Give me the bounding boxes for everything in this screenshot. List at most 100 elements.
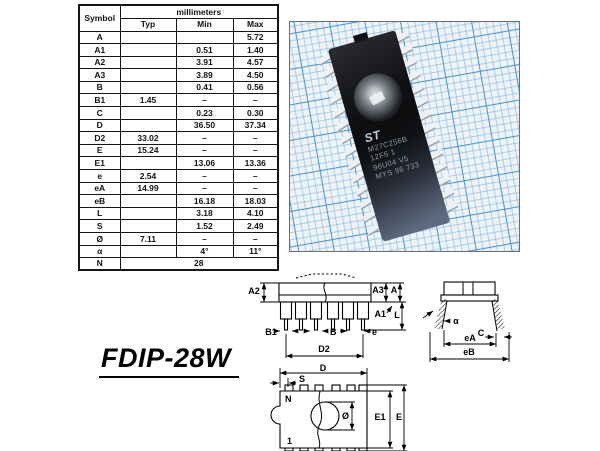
table-cell-min: 36.50 [175,118,234,133]
table-cell-max: – [232,93,279,108]
table-cell-symbol: A [78,30,121,45]
table-cell-min: 1.52 [175,219,234,233]
table-cell-symbol: N [78,257,121,271]
table-cell-typ [119,156,177,171]
table-cell-symbol: A3 [78,68,121,82]
label-pin-1: 1 [287,436,292,446]
table-cell-symbol: eA [78,181,121,196]
table-cell-max: 1.40 [232,43,279,57]
col-header-symbol: Symbol [78,4,121,32]
table-cell-typ [119,194,177,208]
table-cell-typ [119,219,177,233]
table-cell-max: 4.57 [232,55,279,70]
table-cell-max: – [232,181,279,196]
table-cell-min: – [175,143,234,158]
window-outline-dashed [295,273,357,279]
table-cell-max: 0.56 [232,80,279,95]
package-body-end [443,281,496,296]
table-cell-symbol: S [78,219,121,233]
chip-photo: ST M27C256B 12F6 1 96U04 V5 MYS 96 733 [289,21,520,252]
drawing-side-view: A2 A3 A A1 L B1 B e D2 [248,273,406,359]
label-pin-n: N [285,394,292,404]
table-cell-symbol: Ø [78,232,121,246]
table-cell-typ: 33.02 [119,131,177,145]
table-cell-typ [119,244,177,259]
table-cell-symbol: D2 [78,131,121,145]
table-cell-max: – [232,131,279,145]
table-cell-n-value: 28 [119,257,279,271]
table-cell-symbol: C [78,106,121,120]
table-cell-typ: 1.45 [119,93,177,108]
table-cell-symbol: α [78,244,121,259]
table-cell-max: 37.34 [232,118,279,133]
break-line [317,390,323,449]
col-header-typ: Typ [119,17,177,32]
dim-label-diameter: Ø [342,411,349,421]
table-cell-typ [119,30,177,45]
dim-label-e: e [372,327,377,337]
table-cell-symbol: E [78,143,121,158]
table-cell-max: – [232,169,279,183]
table-row: A 5.72 [78,30,279,45]
table-cell-typ [119,106,177,120]
table-cell-max: – [232,143,279,158]
table-cell-typ: 7.11 [119,232,177,246]
pin-right-splayed [491,299,505,330]
dim-label-b: B [330,327,337,337]
table-cell-max: 11° [232,244,279,259]
dim-label-s: S [299,374,305,384]
dim-label-e1: E1 [374,412,385,422]
table-cell-min: 0.51 [175,43,234,57]
table-cell-typ [119,80,177,95]
dim-label-a: A [391,285,398,295]
col-header-millimeters: millimeters [119,4,279,19]
table-cell-min: – [175,232,234,246]
table-cell-min [175,30,234,45]
table-cell-typ [119,206,177,221]
col-header-max: Max [232,17,279,32]
drawing-top-view: N 1 D S Ø E1 E [270,363,407,451]
table-cell-max: 2.49 [232,219,279,233]
table-cell-max: 4.50 [232,68,279,82]
table-cell-max: 5.72 [232,30,279,45]
table-cell-min: 13.06 [175,156,234,171]
table-cell-typ: 15.24 [119,143,177,158]
drawing-end-view: α C eA eB [422,281,512,362]
table-cell-symbol: B1 [78,93,121,108]
col-header-min: Min [175,17,234,32]
window-circle [310,401,340,431]
table-cell-min: 3.91 [175,55,234,70]
pins-side [279,301,370,331]
table-cell-max: – [232,232,279,246]
dim-label-alpha: α [453,316,459,326]
table-cell-symbol: e [78,169,121,183]
dim-label-ea: eA [464,333,476,343]
dim-label-a1: A1 [374,309,386,319]
dim-label-eb: eB [463,347,475,357]
dim-label-e: E [396,412,402,422]
table-cell-symbol: B [78,80,121,95]
table-cell-symbol: E1 [78,156,121,171]
pin-left-splayed [434,299,448,330]
table-cell-typ [119,68,177,82]
dim-label-l: L [394,310,400,320]
table-cell-max: 13.36 [232,156,279,171]
table-cell-min: 3.18 [175,206,234,221]
